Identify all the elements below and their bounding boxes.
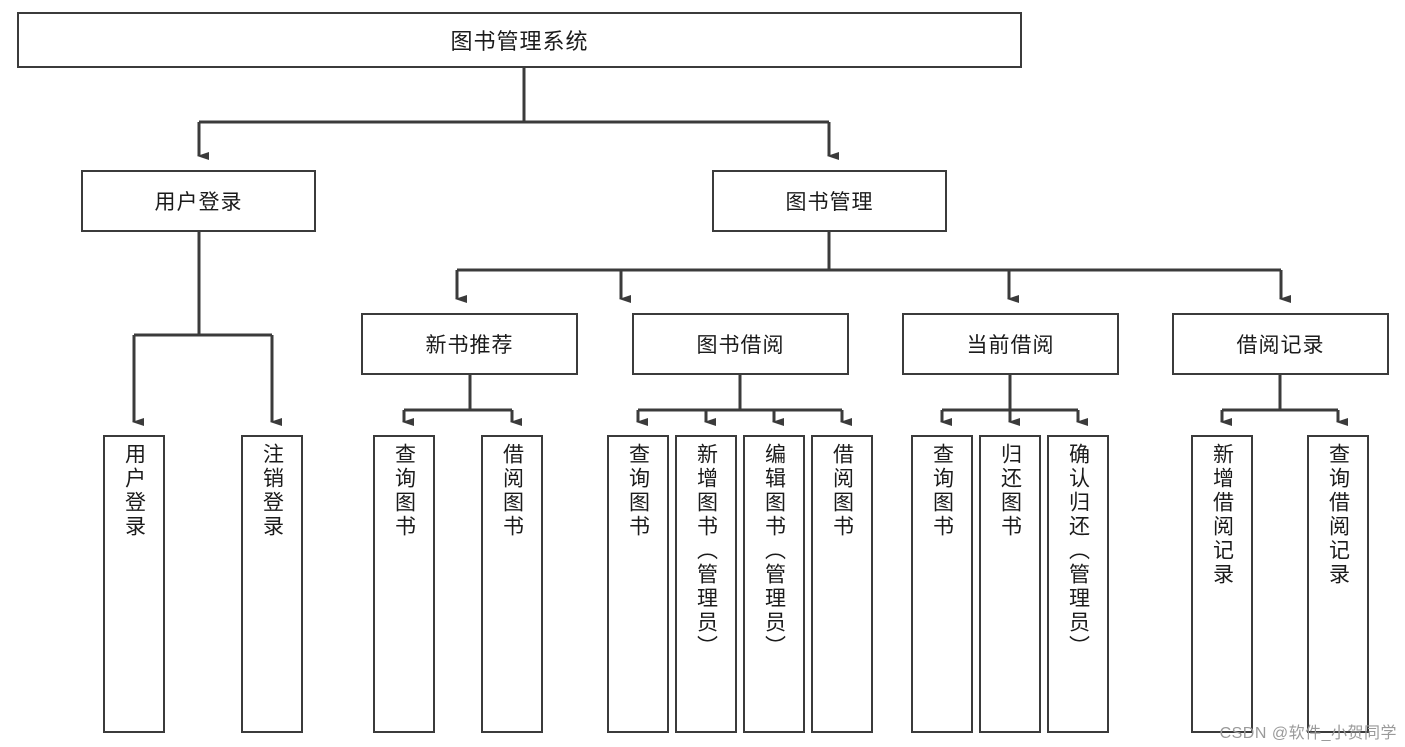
csdn-watermark: CSDN @软件_小贺同学 <box>1219 725 1397 742</box>
leaf-new-book-borrow[interactable]: 借阅图书 <box>481 435 543 733</box>
leaf-borrow-query-book[interactable]: 查询图书 <box>607 435 669 733</box>
leaf-current-return-book[interactable]: 归还图书 <box>979 435 1041 733</box>
leaf-user-login-signin[interactable]: 用户登录 <box>103 435 165 733</box>
leaf-borrow-borrow-book[interactable]: 借阅图书 <box>811 435 873 733</box>
node-root-system[interactable]: 图书管理系统 <box>17 12 1022 68</box>
leaf-current-confirm-return-admin[interactable]: 确认归还（管理员） <box>1047 435 1109 733</box>
node-user-login[interactable]: 用户登录 <box>81 170 316 232</box>
node-book-management[interactable]: 图书管理 <box>712 170 947 232</box>
leaf-record-query[interactable]: 查询借阅记录 <box>1307 435 1369 733</box>
leaf-user-login-signout[interactable]: 注销登录 <box>241 435 303 733</box>
leaf-record-add[interactable]: 新增借阅记录 <box>1191 435 1253 733</box>
node-book-borrow[interactable]: 图书借阅 <box>632 313 849 375</box>
node-new-book-recommend[interactable]: 新书推荐 <box>361 313 578 375</box>
node-borrow-record[interactable]: 借阅记录 <box>1172 313 1389 375</box>
leaf-borrow-edit-book-admin[interactable]: 编辑图书（管理员） <box>743 435 805 733</box>
leaf-new-book-query[interactable]: 查询图书 <box>373 435 435 733</box>
node-current-borrow[interactable]: 当前借阅 <box>902 313 1119 375</box>
leaf-borrow-add-book-admin[interactable]: 新增图书（管理员） <box>675 435 737 733</box>
leaf-current-query-book[interactable]: 查询图书 <box>911 435 973 733</box>
